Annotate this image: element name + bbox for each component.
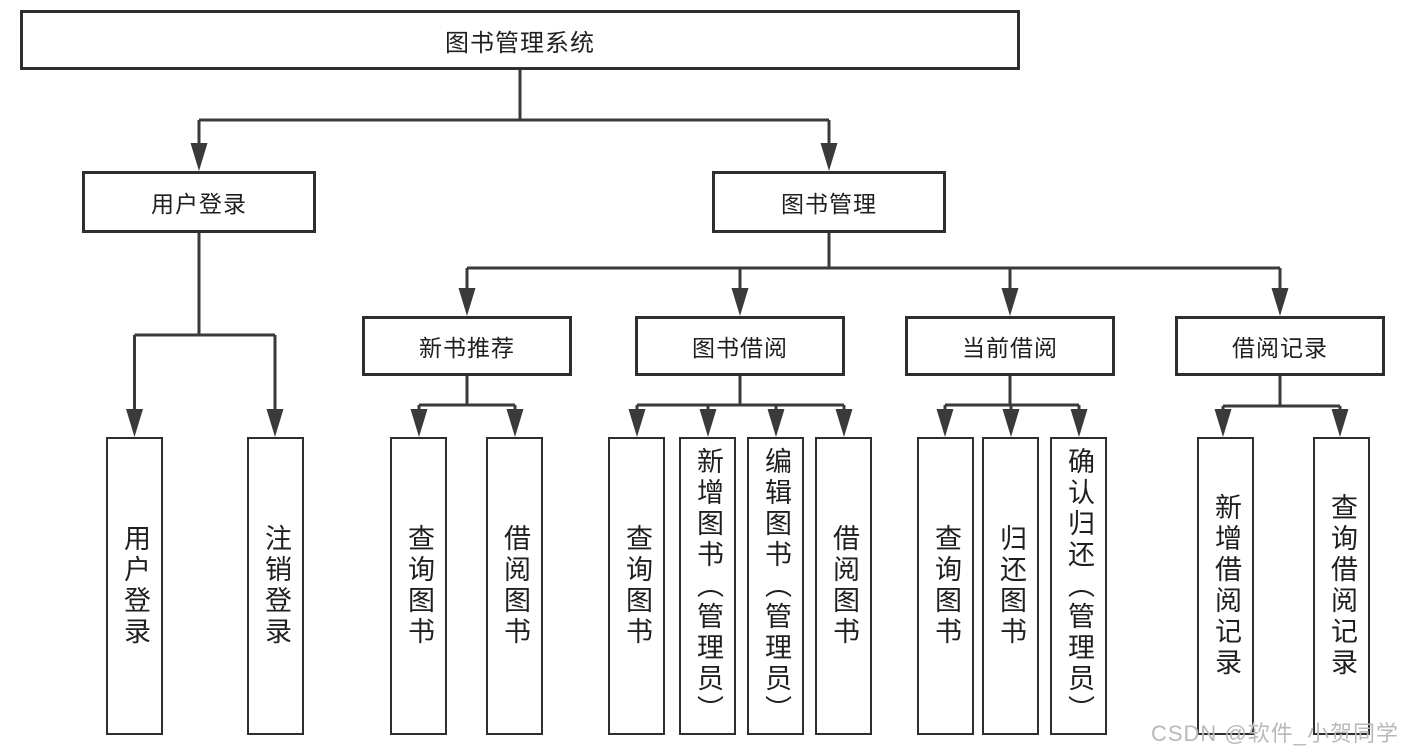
leaf-return-books: 归还图书 [982, 437, 1039, 735]
leaf-label: 归还图书 [996, 524, 1026, 648]
leaf-logout: 注销登录 [247, 437, 304, 735]
leaf-label: 新增借阅记录 [1211, 493, 1241, 679]
leaf-query-books-current: 查询图书 [917, 437, 974, 735]
leaf-user-login: 用户登录 [106, 437, 163, 735]
node-borrow-records: 借阅记录 [1175, 316, 1385, 376]
leaf-label: 新增图书（管理员） [693, 446, 723, 726]
node-current-borrow: 当前借阅 [905, 316, 1115, 376]
node-label: 当前借阅 [962, 335, 1058, 361]
node-new-book-recommend: 新书推荐 [362, 316, 572, 376]
node-book-management-branch: 图书管理 [712, 171, 946, 233]
leaf-borrow-books-recommend: 借阅图书 [486, 437, 543, 735]
node-label: 图书借阅 [692, 335, 788, 361]
leaf-add-borrow-record: 新增借阅记录 [1197, 437, 1254, 735]
node-label: 图书管理系统 [445, 29, 595, 57]
node-book-borrow: 图书借阅 [635, 316, 845, 376]
leaf-label: 用户登录 [120, 524, 150, 648]
node-label: 借阅记录 [1232, 335, 1328, 361]
leaf-borrow-books: 借阅图书 [815, 437, 872, 735]
leaf-query-borrow-record: 查询借阅记录 [1313, 437, 1370, 735]
node-user-login-branch: 用户登录 [82, 171, 316, 233]
node-label: 用户登录 [151, 191, 247, 217]
leaf-label: 确认归还（管理员） [1064, 446, 1094, 726]
leaf-label: 查询借阅记录 [1327, 493, 1357, 679]
leaf-confirm-return-admin: 确认归还（管理员） [1050, 437, 1107, 735]
leaf-query-books-recommend: 查询图书 [390, 437, 447, 735]
node-label: 新书推荐 [419, 335, 515, 361]
leaf-label: 编辑图书（管理员） [761, 446, 791, 726]
leaf-label: 查询图书 [931, 524, 961, 648]
leaf-label: 注销登录 [261, 524, 291, 648]
leaf-label: 查询图书 [622, 524, 652, 648]
node-label: 图书管理 [781, 191, 877, 217]
leaf-add-books-admin: 新增图书（管理员） [679, 437, 736, 735]
leaf-label: 借阅图书 [829, 524, 859, 648]
leaf-query-books-borrow: 查询图书 [608, 437, 665, 735]
node-system-root: 图书管理系统 [20, 10, 1020, 70]
leaf-label: 借阅图书 [500, 524, 530, 648]
leaf-edit-books-admin: 编辑图书（管理员） [747, 437, 804, 735]
leaf-label: 查询图书 [404, 524, 434, 648]
